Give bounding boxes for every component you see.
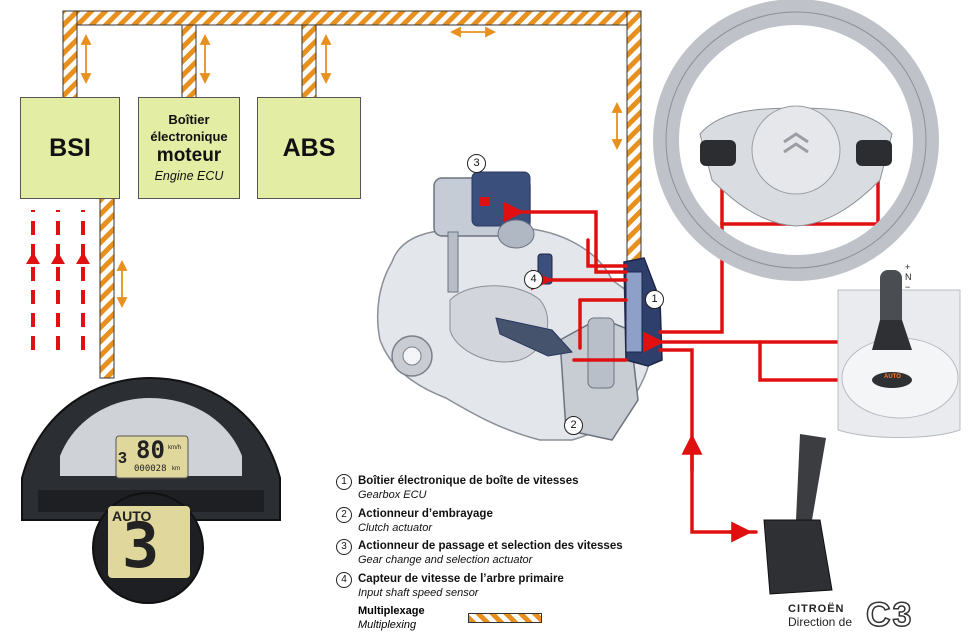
bus-arrows xyxy=(80,26,623,309)
multiplex-legend: Multiplexage Multiplexing xyxy=(358,604,425,632)
callout-4: 4 xyxy=(524,270,543,289)
gear-lever xyxy=(837,270,961,438)
engine-ecu-line3: moteur xyxy=(156,145,222,166)
engine-ecu-line1: Boîtier xyxy=(168,112,210,127)
bsi-input-wires xyxy=(26,210,90,350)
lever-auto-badge: AUTO xyxy=(884,374,901,380)
brand-sub: Direction de xyxy=(788,615,853,629)
multiplex-bus xyxy=(62,10,642,379)
legend-item: 3 Actionneur de passage et selection des… xyxy=(336,539,656,572)
legend-number: 4 xyxy=(336,571,352,588)
legend-item: 2 Actionneur d’embrayage Clutch actuator xyxy=(336,506,656,540)
brand-name: CITROËN xyxy=(788,603,845,615)
multiplex-english: Multiplexing xyxy=(358,619,417,631)
brand-block: CITROËN Direction de xyxy=(788,603,852,629)
legend-french: Actionneur d’embrayage xyxy=(358,507,493,520)
engine-ecu-box: Boîtier électronique moteur Engine ECU xyxy=(138,97,240,199)
callout-2: 2 xyxy=(564,416,583,435)
display-zoom-mode: AUTO xyxy=(112,508,152,524)
steering-wheel xyxy=(653,0,939,281)
engine-ecu-line2: électronique xyxy=(150,129,228,144)
legend-french: Capteur de vitesse de l’arbre primaire xyxy=(358,572,564,585)
display-zoom-gear: 3 xyxy=(122,509,160,582)
shift-n-mark: N xyxy=(905,272,912,282)
display-speed-unit: km/h xyxy=(168,445,182,451)
multiplex-french: Multiplexage xyxy=(358,605,425,617)
display-odometer: 000028 xyxy=(134,464,167,474)
abs-label: ABS xyxy=(282,133,336,162)
display-odometer-unit: km xyxy=(172,466,180,472)
accelerator-pedal xyxy=(763,434,833,595)
legend-english: Input shaft speed sensor xyxy=(358,586,479,599)
callout-3: 3 xyxy=(467,154,486,173)
display-gear: 3 xyxy=(118,450,127,467)
engine-ecu-english: Engine ECU xyxy=(154,169,224,183)
shift-minus-mark: − xyxy=(905,282,911,292)
abs-ecu-box: ABS xyxy=(257,97,361,199)
bsi-label: BSI xyxy=(49,133,91,162)
instrument-cluster xyxy=(21,376,281,604)
multiplex-swatch xyxy=(468,613,542,623)
legend-item: 1 Boîtier électronique de boîte de vites… xyxy=(336,474,656,507)
legend-number: 3 xyxy=(336,539,352,555)
callout-1: 1 xyxy=(645,290,664,309)
legend-english: Gearbox ECU xyxy=(358,489,427,501)
legend-french: Boîtier électronique de boîte de vitesse… xyxy=(358,475,579,487)
legend-number: 2 xyxy=(336,506,352,523)
legend-english: Clutch actuator xyxy=(358,521,432,534)
legend-item: 4 Capteur de vitesse de l’arbre primaire… xyxy=(336,571,656,605)
legend-french: Actionneur de passage et selection des v… xyxy=(358,540,623,552)
legend-number: 1 xyxy=(336,474,352,490)
display-speed: 80 xyxy=(136,436,165,464)
model-logo: C3 xyxy=(865,595,914,635)
legend-english: Gear change and selection actuator xyxy=(358,554,533,566)
bsi-ecu-box: BSI xyxy=(20,97,120,199)
shift-plus-mark: + xyxy=(905,262,911,272)
legend: 1 Boîtier électronique de boîte de vites… xyxy=(336,474,656,604)
